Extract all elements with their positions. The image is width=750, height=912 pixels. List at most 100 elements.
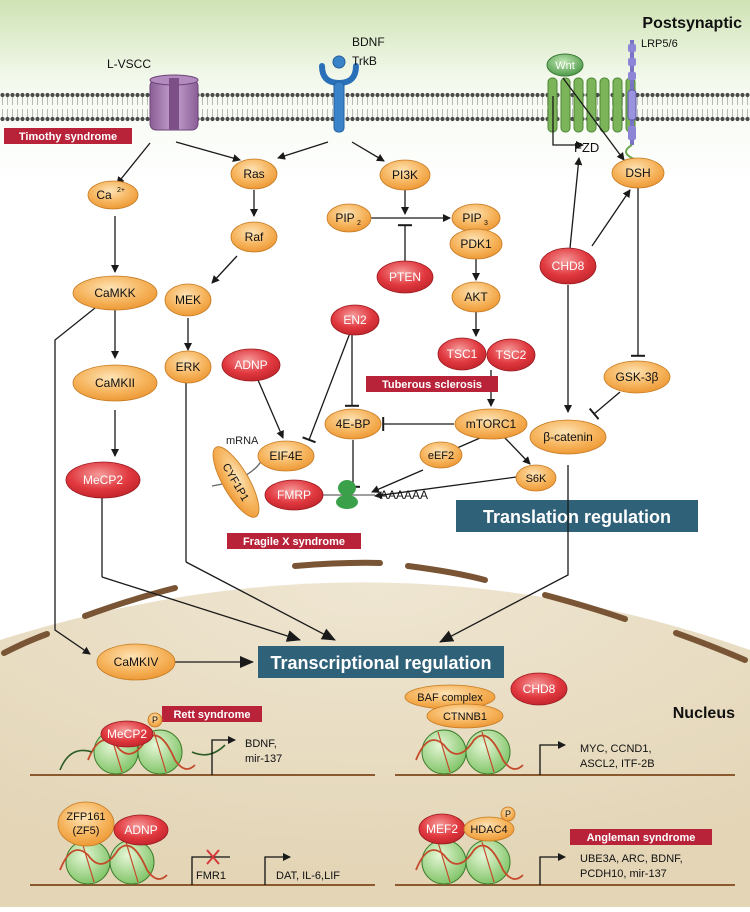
node-eef2: eEF2 xyxy=(419,441,463,469)
nuc-chd8-label: CHD8 xyxy=(523,682,556,696)
nuclear-envelope xyxy=(1,559,748,663)
camkii-label: CaMKII xyxy=(95,376,135,390)
hdac4-label: HDAC4 xyxy=(470,824,507,836)
targets4-line2: PCDH10, mir-137 xyxy=(580,868,667,880)
node-4ebp: 4E-BP xyxy=(324,408,382,440)
node-camkii: CaMKII xyxy=(72,364,158,402)
nuc-adnp-node xyxy=(113,814,169,846)
badge-tuberous-sclerosis: Tuberous sclerosis xyxy=(366,376,498,392)
ca-superscript: 2+ xyxy=(117,187,125,194)
s6k-label: S6K xyxy=(526,473,547,485)
zfp-line2: (ZF5) xyxy=(73,825,100,837)
pten-label: PTEN xyxy=(389,270,421,284)
chd8-label: CHD8 xyxy=(552,259,585,273)
lrp-label: LRP5/6 xyxy=(641,38,678,50)
node-pi3k: PI3K xyxy=(379,159,431,191)
dsh-label: DSH xyxy=(625,166,650,180)
node-eif4e: EIF4E xyxy=(257,440,315,472)
camkiv-label: CaMKIV xyxy=(114,655,159,669)
phospho-1 xyxy=(147,712,163,728)
translation-regulation-label: Translation regulation xyxy=(483,507,671,527)
hdac4-node xyxy=(463,816,515,842)
transcription-regulation-box xyxy=(258,646,504,678)
nuc-chd8-node xyxy=(510,672,568,706)
node-mtorc1: mTORC1 xyxy=(454,408,528,440)
phospho-2 xyxy=(500,806,516,822)
fmrp-label: FMRP xyxy=(277,488,311,502)
pip3-label: PIP xyxy=(462,211,481,225)
targets2-line2: ASCL2, ITF-2B xyxy=(580,758,655,770)
node-fmrp: FMRP xyxy=(264,479,324,511)
chromatin-3 xyxy=(30,839,375,886)
targets3-label: DAT, IL-6,LIF xyxy=(276,870,340,882)
wnt-node xyxy=(546,53,584,77)
badge-rett-syndrome: Rett syndrome xyxy=(162,706,262,722)
frizzled-receptor xyxy=(547,77,636,133)
ctnnb1-label: CTNNB1 xyxy=(443,711,487,723)
nuc-adnp-label: ADNP xyxy=(124,823,157,837)
badge-fragile-x-syndrome: Fragile X syndrome xyxy=(227,533,361,549)
mef2-label: MEF2 xyxy=(426,822,458,836)
node-camkk: CaMKK xyxy=(72,275,158,311)
zfp161-node xyxy=(57,801,115,847)
phospho-2-label: P xyxy=(505,809,511,819)
ras-label: Ras xyxy=(243,167,264,181)
targets4-line1: UBE3A, ARC, BDNF, xyxy=(580,853,683,865)
node-raf: Raf xyxy=(230,221,278,253)
angelman-label: Angleman syndrome xyxy=(587,832,696,844)
transcription-regulation-label: Transcriptional regulation xyxy=(270,653,491,673)
pi3k-label: PI3K xyxy=(392,168,418,182)
nucleus-region xyxy=(0,582,750,907)
tsc2-label: TSC2 xyxy=(496,348,527,362)
node-erk: ERK xyxy=(164,350,212,384)
node-adnp: ADNP xyxy=(221,348,281,382)
gsk3b-label: GSK-3β xyxy=(616,370,659,384)
adnp-label: ADNP xyxy=(234,358,267,372)
node-dsh: DSH xyxy=(611,157,665,189)
mek-label: MEK xyxy=(175,293,201,307)
node-mek: MEK xyxy=(164,283,212,317)
translation-regulation-box xyxy=(456,500,698,532)
nucleus-label: Nucleus xyxy=(673,705,735,722)
node-pdk1: PDK1 xyxy=(449,228,503,260)
ca-label: Ca xyxy=(96,188,112,202)
timothy-label: Timothy syndrome xyxy=(19,131,117,143)
fzd-label: FZD xyxy=(574,140,599,155)
l-vscc-channel xyxy=(149,74,199,131)
4ebp-label: 4E-BP xyxy=(336,417,371,431)
eif4e-label: EIF4E xyxy=(269,449,302,463)
node-tsc1: TSC1 xyxy=(437,337,487,371)
trkb-receptor xyxy=(319,55,359,133)
tsc1-label: TSC1 xyxy=(447,347,478,361)
rett-label: Rett syndrome xyxy=(173,709,250,721)
trkb-label: TrkB xyxy=(352,54,377,68)
mecp2-label: MeCP2 xyxy=(83,473,123,487)
cell-membrane xyxy=(0,92,750,122)
mrna-label: mRNA xyxy=(226,435,259,447)
fmr1-label: FMR1 xyxy=(196,870,226,882)
baf-label: BAF complex xyxy=(417,692,483,704)
pip2-label: PIP xyxy=(335,211,354,225)
ctnnb1-node xyxy=(426,703,504,729)
polya-label: AAAAAA xyxy=(380,488,428,502)
node-en2: EN2 xyxy=(330,304,380,336)
postsynaptic-label: Postsynaptic xyxy=(642,15,742,32)
node-s6k: S6K xyxy=(515,464,557,492)
camkk-label: CaMKK xyxy=(94,286,135,300)
node-ras: Ras xyxy=(230,158,278,190)
node-ca: Ca 2+ xyxy=(87,180,139,210)
phospho-1-label: P xyxy=(152,715,158,725)
l-vscc-label: L-VSCC xyxy=(107,57,151,71)
fragile-label: Fragile X syndrome xyxy=(243,536,345,548)
akt-label: AKT xyxy=(464,290,488,304)
node-akt: AKT xyxy=(451,281,501,313)
bcatenin-label: β-catenin xyxy=(543,430,593,444)
node-camkiv: CaMKIV xyxy=(96,643,176,681)
bdnf-label: BDNF xyxy=(352,35,385,49)
pathway-edges xyxy=(54,77,645,668)
pip3-subscript: 3 xyxy=(484,220,488,227)
pip2-subscript: 2 xyxy=(357,220,361,227)
targets1-line1: BDNF, xyxy=(245,738,277,750)
erk-label: ERK xyxy=(176,360,201,374)
